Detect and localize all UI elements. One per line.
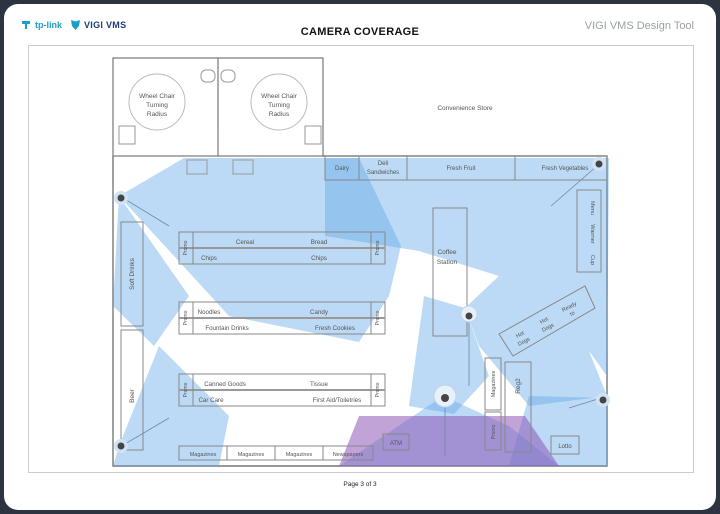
label-bread: Bread bbox=[311, 239, 328, 246]
camera-6-icon[interactable] bbox=[114, 439, 128, 453]
lotto-stand bbox=[550, 435, 580, 455]
label-promo-3b: Promo bbox=[375, 382, 381, 397]
label-bottom-magazines-2: Magazines bbox=[238, 452, 265, 458]
top-counter bbox=[324, 155, 608, 181]
label-newspapers: Newspapers bbox=[333, 452, 364, 458]
label-canned-goods: Canned Goods bbox=[204, 381, 246, 388]
label-station: Station bbox=[437, 259, 458, 266]
label-bottom-magazines-1: Magazines bbox=[190, 452, 217, 458]
restroom-label-6: Radius bbox=[269, 111, 290, 118]
camera-direction-arrows bbox=[122, 165, 602, 456]
promo-stand bbox=[484, 411, 502, 451]
restroom-label-3: Radius bbox=[147, 111, 168, 118]
label-soft-drinks: Soft Drinks bbox=[129, 257, 136, 290]
label-cup: Cup bbox=[589, 255, 595, 265]
store-name: Convenience Store bbox=[437, 105, 493, 112]
page-title: CAMERA COVERAGE bbox=[300, 26, 420, 38]
atm bbox=[382, 433, 410, 451]
header: tp-link VIGI VMS CAMERA COVERAGE VIGI VM… bbox=[4, 16, 716, 46]
aisle-3: Canned Goods Car Care Tissue First Aid/T… bbox=[178, 373, 386, 407]
restroom-sign-icon-2 bbox=[232, 159, 254, 175]
label-promo-stand: Promo bbox=[491, 424, 497, 439]
label-chips-1: Chips bbox=[201, 255, 217, 262]
label-fresh-vegetables: Fresh Vegetables bbox=[542, 166, 589, 172]
label-hotdog-4: Dogs bbox=[541, 322, 555, 333]
brand-logo: tp-link VIGI VMS bbox=[20, 19, 126, 31]
label-sandwiches: Sandwiches bbox=[367, 170, 399, 176]
page-number: Page 3 of 3 bbox=[343, 481, 377, 488]
hotdog-counter bbox=[498, 285, 596, 357]
label-hotdog-1: Hot bbox=[515, 330, 526, 340]
soft-drinks-cooler bbox=[120, 221, 144, 327]
right-counter bbox=[576, 189, 602, 273]
label-fresh-cookies: Fresh Cookies bbox=[315, 325, 355, 332]
page-frame: tp-link VIGI VMS CAMERA COVERAGE VIGI VM… bbox=[4, 4, 716, 510]
bottom-shelves: Magazines Magazines Magazines Newspapers bbox=[178, 445, 374, 461]
aisle-2: Noodles Fountain Drinks Candy Fresh Cook… bbox=[178, 301, 386, 335]
label-lotto: Lotto bbox=[558, 444, 572, 450]
label-noodles: Noodles bbox=[198, 309, 221, 316]
label-to: to bbox=[569, 310, 576, 317]
label-promo-3a: Promo bbox=[183, 382, 189, 397]
restroom-label-5: Turning bbox=[268, 102, 290, 109]
label-first-aid: First Aid/Toiletries bbox=[313, 397, 361, 404]
aisle-1: Cereal Chips Bread Chips Promo Promo bbox=[178, 231, 386, 265]
label-reg2: Reg2 bbox=[515, 378, 522, 394]
camera-1-icon[interactable] bbox=[114, 191, 128, 205]
restroom-label-1: Wheel Chair bbox=[139, 93, 176, 100]
label-promo-1b: Promo bbox=[375, 240, 381, 255]
brand-tplink: tp-link bbox=[35, 20, 62, 30]
tplink-logo-icon bbox=[22, 21, 30, 29]
floor-plan-panel: Wheel Chair Turning Radius Wheel Chair T… bbox=[28, 45, 694, 473]
restroom-sign-icon bbox=[186, 159, 208, 175]
overlap-area bbox=[339, 416, 559, 466]
label-hotdog-2: Dogs bbox=[517, 336, 531, 347]
floor-plan: Wheel Chair Turning Radius Wheel Chair T… bbox=[112, 57, 610, 467]
label-promo-1a: Promo bbox=[183, 240, 189, 255]
camera-4-icon[interactable] bbox=[433, 384, 457, 408]
label-chips-2: Chips bbox=[311, 255, 327, 262]
register-2 bbox=[504, 361, 532, 453]
vigi-shield-icon bbox=[71, 20, 80, 30]
label-hotdog-3: Hot bbox=[539, 316, 550, 326]
label-car-care: Car Care bbox=[198, 397, 224, 404]
label-beer: Beer bbox=[129, 388, 136, 403]
label-deli: Deli bbox=[378, 161, 388, 167]
label-tissue: Tissue bbox=[310, 381, 329, 388]
label-fountain-drinks: Fountain Drinks bbox=[205, 325, 248, 332]
label-dairy: Dairy bbox=[335, 166, 349, 172]
label-promo-2a: Promo bbox=[183, 310, 189, 325]
label-cereal: Cereal bbox=[236, 239, 254, 246]
restroom-label-2: Turning bbox=[146, 102, 168, 109]
label-bottom-magazines-3: Magazines bbox=[286, 452, 313, 458]
magazine-rack bbox=[484, 357, 502, 411]
camera-2-icon[interactable] bbox=[592, 157, 606, 171]
brand-vigi: VIGI VMS bbox=[84, 20, 127, 30]
tool-name: VIGI VMS Design Tool bbox=[584, 20, 694, 32]
label-candy: Candy bbox=[310, 309, 329, 316]
beer-cooler bbox=[120, 329, 144, 451]
label-coffee: Coffee bbox=[437, 249, 456, 256]
label-fresh-fruit: Fresh Fruit bbox=[446, 166, 475, 172]
label-menu: Menu bbox=[589, 201, 595, 215]
camera-3-icon[interactable] bbox=[460, 305, 478, 323]
label-warmer: Warmer bbox=[589, 224, 595, 244]
restroom-label-4: Wheel Chair bbox=[261, 93, 298, 100]
camera-5-icon[interactable] bbox=[596, 393, 610, 407]
label-magazines-rack: Magazines bbox=[491, 370, 497, 397]
label-atm: ATM bbox=[390, 441, 402, 447]
label-promo-2b: Promo bbox=[375, 310, 381, 325]
coffee-station bbox=[432, 207, 468, 337]
